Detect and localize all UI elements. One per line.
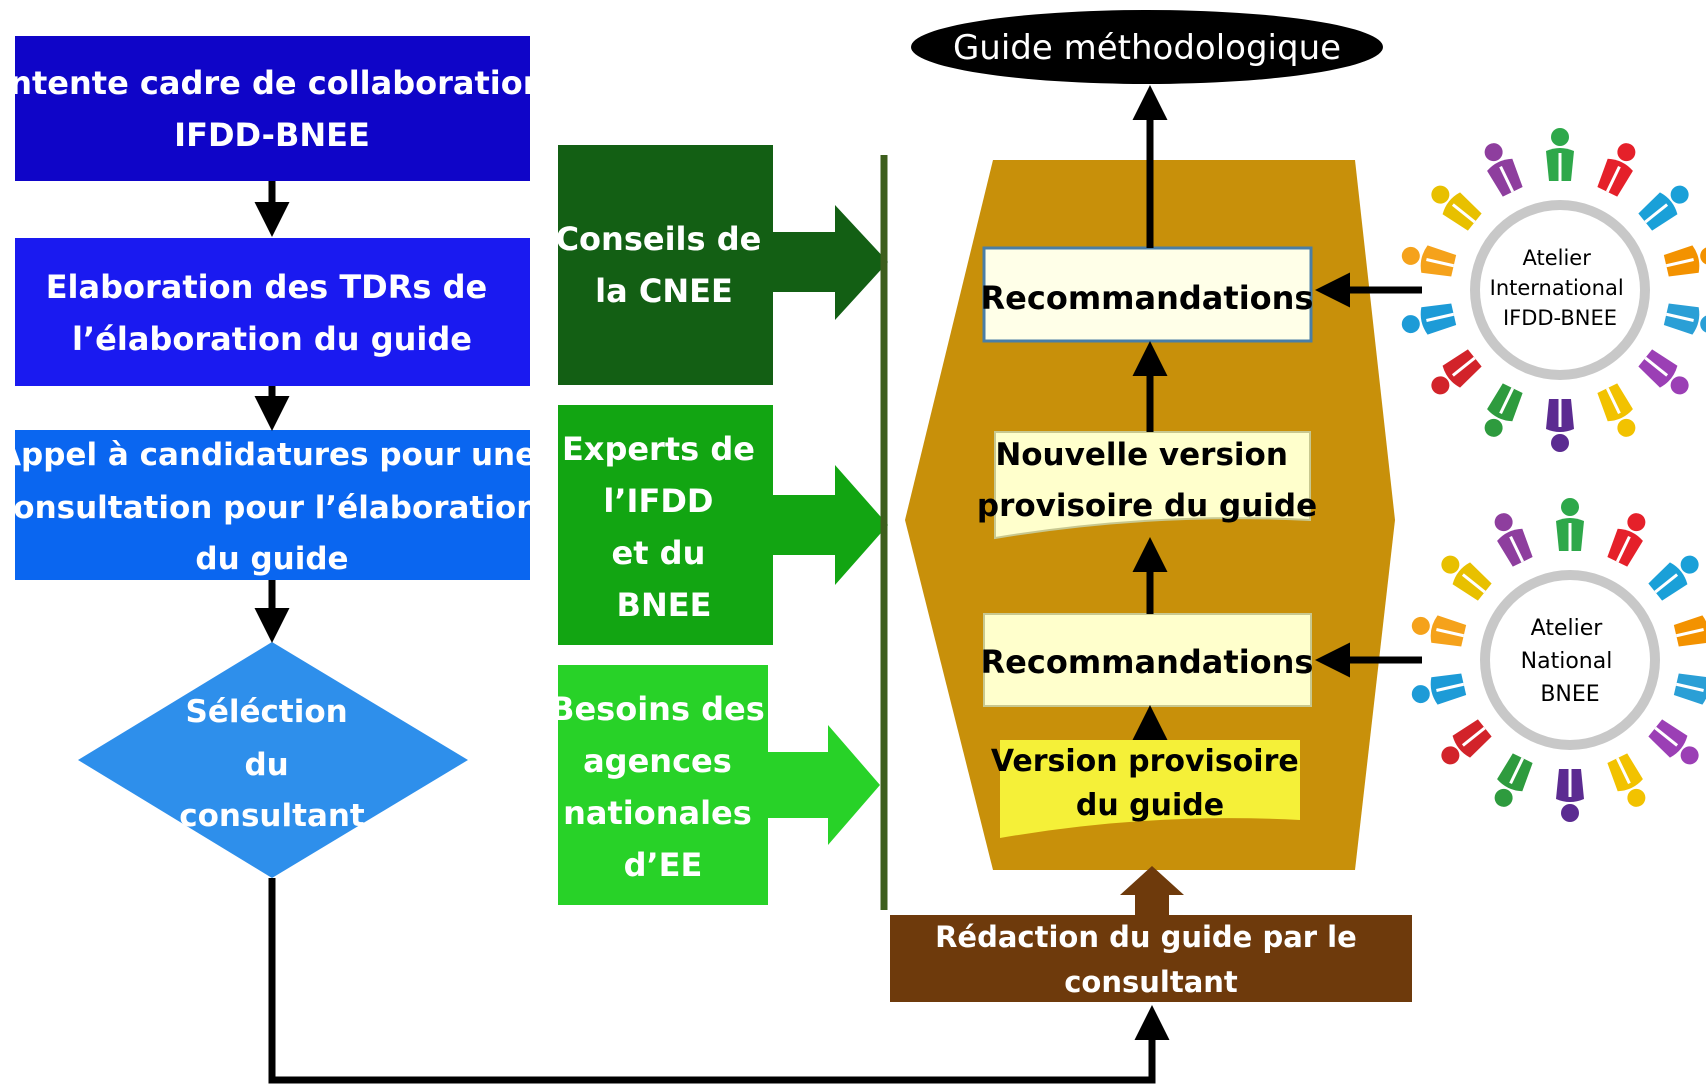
person-icon [1484, 383, 1523, 437]
person-icon [1638, 185, 1689, 231]
version-provisoire-box [1000, 740, 1300, 838]
tdr-box [15, 238, 530, 386]
person-icon [1673, 673, 1706, 705]
person-icon [1663, 303, 1706, 335]
person-icon [1494, 513, 1533, 567]
workshop-national-label: Atelier National BNEE [1521, 616, 1620, 707]
workshop-international: Atelier International IFDD-BNEE [1401, 128, 1706, 452]
person-icon [1638, 349, 1689, 395]
experts-label: Experts de l’IFDD et du BNEE [562, 430, 766, 624]
person-icon [1556, 498, 1584, 551]
person-icon [1546, 128, 1574, 181]
nouvelle-version-box [994, 431, 1311, 540]
guide-methodologique-label: Guide méthodologique [953, 28, 1341, 68]
appel-label: Appel à candidatures pour une consultati… [0, 437, 549, 577]
person-icon [1441, 555, 1492, 601]
person-icon [1484, 143, 1523, 197]
workshop-international-circle [1470, 200, 1650, 380]
appel-box [15, 430, 530, 580]
version-provisoire-label: Version provisoire du guide [991, 744, 1309, 823]
tdr-label: Elaboration des TDRs de l’élaboration du… [46, 268, 499, 358]
recommandations-bottom-box [983, 613, 1312, 707]
workshop-national-circle [1480, 570, 1660, 750]
person-icon [1556, 769, 1584, 822]
person-icon [1648, 719, 1699, 765]
recommandations-top-box [982, 246, 1313, 343]
person-icon [1401, 245, 1457, 277]
person-icon [1401, 303, 1457, 335]
person-icon [1411, 615, 1467, 647]
person-icon [1546, 399, 1574, 452]
person-icon [1597, 383, 1636, 437]
person-icon [1607, 513, 1646, 567]
person-icon [1431, 185, 1482, 231]
person-icon [1607, 753, 1646, 807]
experts-box [558, 405, 773, 645]
guide-methodologique-oval [911, 10, 1383, 84]
cnee-label: Conseils de la CNEE [556, 220, 773, 310]
selection-diamond [78, 642, 468, 878]
cnee-box [558, 145, 773, 385]
person-icon [1494, 753, 1533, 807]
cnee-arrow [773, 205, 888, 320]
redaction-label: Rédaction du guide par le consultant [935, 920, 1367, 999]
besoins-label: Besoins des agences nationales d’EE [550, 690, 776, 884]
person-icon [1597, 143, 1636, 197]
person-icon [1648, 555, 1699, 601]
entente-label: Entente cadre de collaboration IFDD-BNEE [0, 64, 557, 154]
workshop-national: Atelier National BNEE [1411, 498, 1706, 822]
workshop-international-label: Atelier International IFDD-BNEE [1490, 246, 1631, 330]
besoins-arrow [768, 725, 880, 845]
besoins-box [558, 665, 768, 905]
entente-box [15, 36, 530, 181]
recommandations-top-label: Recommandations [981, 279, 1314, 317]
connector-selection-to-redaction [268, 878, 1170, 1084]
person-icon [1411, 673, 1467, 705]
person-icon [1431, 349, 1482, 395]
experts-arrow [773, 465, 888, 585]
recommandations-bottom-label: Recommandations [981, 643, 1314, 681]
person-icon [1441, 719, 1492, 765]
nouvelle-version-label: Nouvelle version provisoire du guide [977, 437, 1317, 524]
person-icon [1673, 615, 1706, 647]
person-icon [1663, 245, 1706, 277]
redaction-box [890, 915, 1412, 1002]
selection-label: Séléction du consultant [179, 694, 365, 834]
redaction-up-arrow [1120, 866, 1184, 915]
